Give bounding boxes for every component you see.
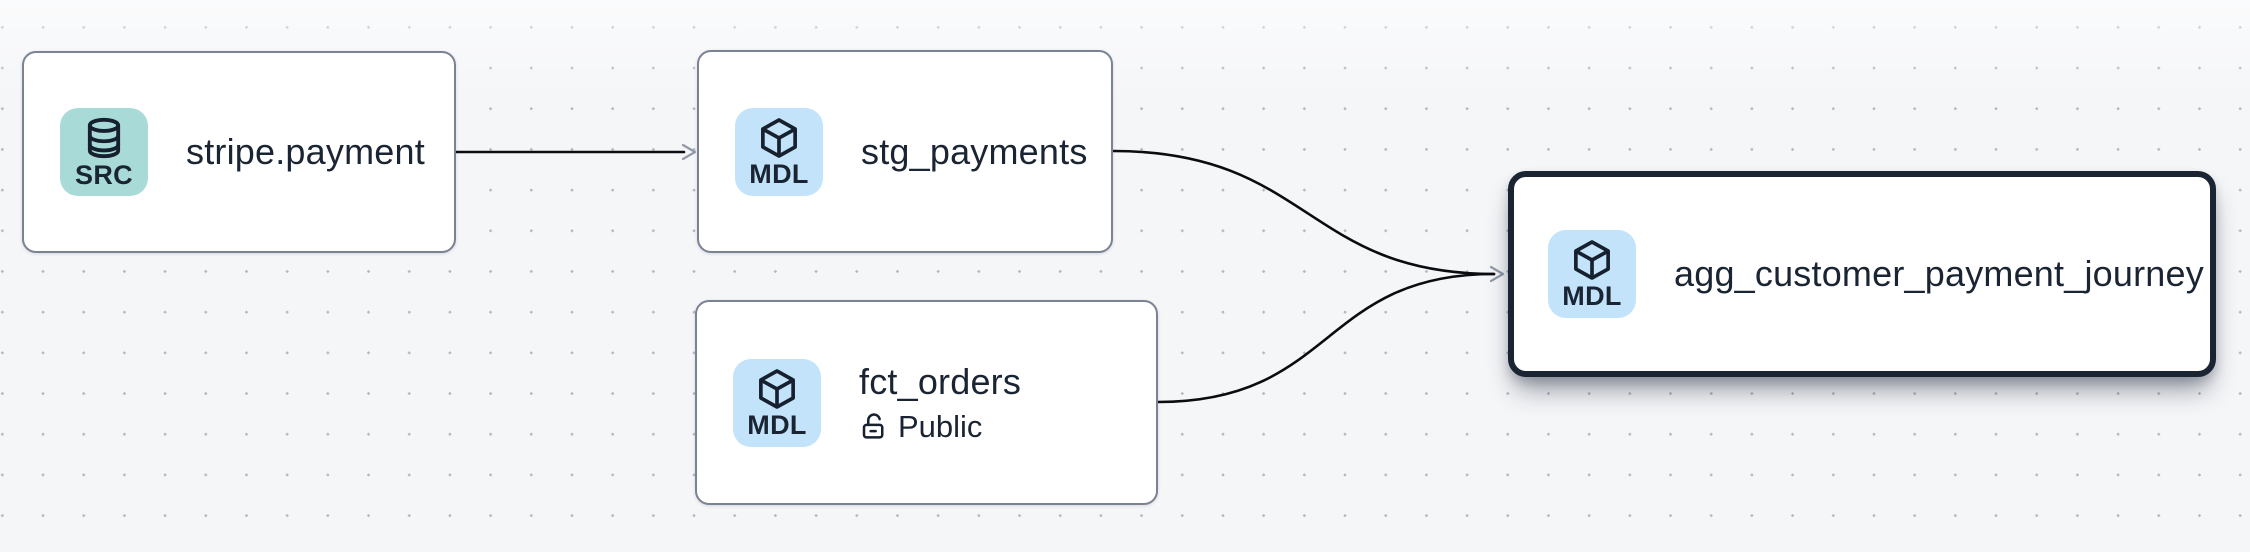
- source-type-badge: SRC: [60, 108, 148, 196]
- node-stripe-payment[interactable]: SRC stripe.payment: [22, 51, 456, 253]
- model-type-badge: MDL: [1548, 230, 1636, 318]
- node-label: agg_customer_payment_journey: [1674, 253, 2204, 294]
- model-type-badge: MDL: [735, 107, 823, 196]
- cube-icon: [761, 117, 797, 158]
- cube-icon: [1574, 240, 1610, 280]
- node-label: fct_orders: [859, 360, 1022, 402]
- database-icon: [87, 117, 121, 159]
- node-fct-orders[interactable]: MDL fct_orders Public: [695, 300, 1158, 505]
- node-label: stg_payments: [861, 130, 1088, 172]
- lock-open-icon: [862, 412, 884, 439]
- node-stg-payments[interactable]: MDL stg_payments: [697, 50, 1113, 253]
- badge-label: MDL: [749, 158, 809, 189]
- visibility-label: Public: [898, 408, 983, 444]
- node-body: fct_orders Public: [859, 361, 1021, 445]
- node-label: stripe.payment: [186, 131, 425, 172]
- edge-stg-to-agg[interactable]: [1111, 149, 1496, 276]
- cube-icon: [759, 368, 795, 409]
- visibility-badge: Public: [859, 409, 1021, 445]
- model-type-badge: MDL: [733, 358, 821, 447]
- node-agg-customer-payment-journey[interactable]: MDL agg_customer_payment_journey: [1508, 171, 2216, 377]
- badge-label: MDL: [747, 409, 807, 440]
- edge-fct-to-agg[interactable]: [1156, 272, 1496, 404]
- badge-label: MDL: [1562, 281, 1622, 311]
- badge-label: SRC: [75, 160, 133, 190]
